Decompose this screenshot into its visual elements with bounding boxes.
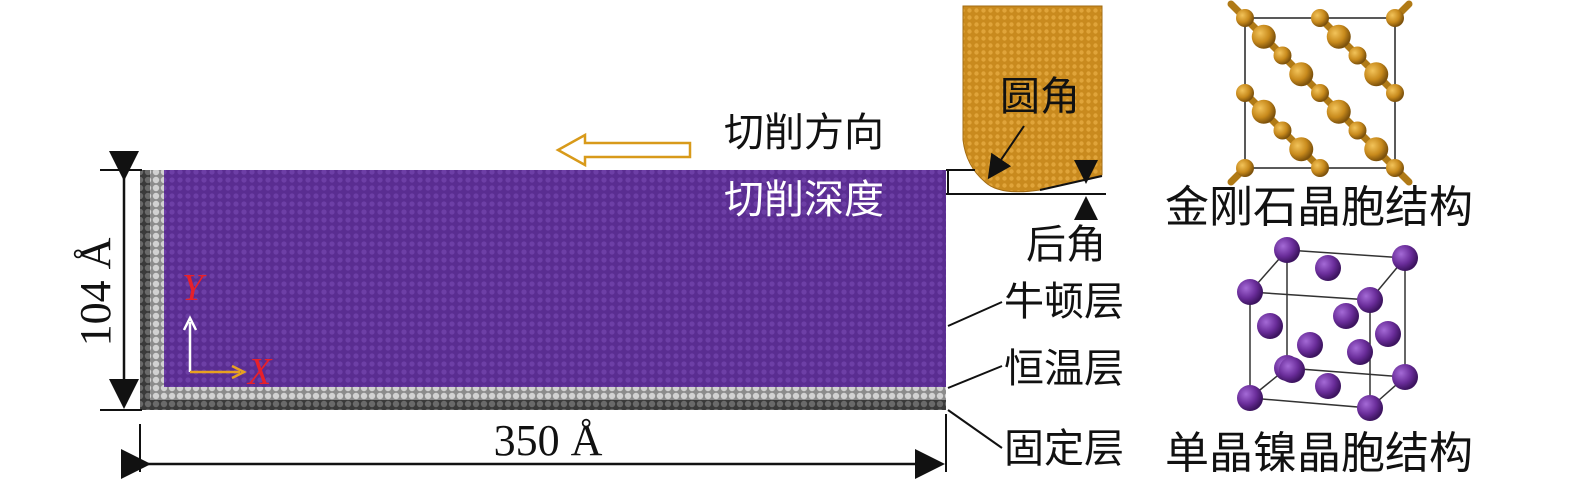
nickel-atom: [1237, 279, 1263, 305]
diamond-atom: [1289, 137, 1314, 162]
diamond-atom: [1348, 121, 1367, 140]
diamond-atom: [1251, 99, 1276, 124]
diamond-atom: [1326, 99, 1351, 124]
diamond-atom: [1289, 62, 1314, 87]
newton-layer-region: [164, 170, 946, 387]
diamond-atom: [1273, 121, 1292, 140]
nickel-atom: [1333, 303, 1359, 329]
diamond-atom: [1386, 159, 1404, 177]
cutting-depth-marker: [946, 169, 1106, 195]
nickel-atom: [1279, 357, 1305, 383]
diamond-unit-cell: [1227, 0, 1413, 186]
cutting-direction-arrow: [555, 132, 692, 168]
diamond-atom: [1236, 9, 1254, 27]
axis-x-label: X: [246, 351, 273, 393]
nickel-atom: [1375, 321, 1401, 347]
diamond-atom: [1311, 159, 1329, 177]
edge-radius-pointer: [987, 125, 1025, 180]
newton-layer-label: 牛顿层: [1004, 279, 1124, 325]
workpiece: [140, 170, 946, 410]
fixed-layer-label: 固定层: [1004, 426, 1124, 472]
nickel-atom: [1392, 245, 1418, 271]
thermostat-layer-label: 恒温层: [1004, 346, 1124, 392]
nickel-atom: [1237, 385, 1263, 411]
nickel-atom: [1315, 373, 1341, 399]
diamond-atom: [1273, 46, 1292, 65]
height-dimension: 104 Å: [71, 151, 142, 411]
diamond-atom: [1348, 46, 1367, 65]
nickel-atom: [1257, 313, 1283, 339]
nickel-atom: [1392, 364, 1418, 390]
coordinate-axes: Y X: [182, 267, 273, 393]
diamond-atom: [1311, 9, 1329, 27]
clearance-angle-marker: [1039, 160, 1103, 220]
nickel-atom: [1297, 332, 1323, 358]
nickel-unit-cell: [1237, 237, 1418, 421]
diamond-atom: [1326, 24, 1351, 49]
nickel-atom: [1357, 287, 1383, 313]
height-dimension-label: 104 Å: [71, 237, 120, 346]
nickel-atom: [1274, 237, 1300, 263]
cutting-direction-label: 切削方向: [724, 110, 884, 156]
diamond-atom: [1386, 9, 1404, 27]
diamond-atom: [1251, 24, 1276, 49]
diamond-atom: [1311, 84, 1329, 102]
width-dimension: 350 Å: [121, 414, 947, 479]
nickel-atom: [1315, 255, 1341, 281]
diamond-cell-caption: 金刚石晶胞结构: [1165, 182, 1473, 233]
clearance-angle-label: 后角: [1026, 222, 1106, 268]
tool-edge-radius-label: 圆角: [1000, 74, 1080, 120]
thermostat-layer-leader: [947, 365, 1003, 389]
diamond-atom: [1386, 84, 1404, 102]
nickel-atom: [1357, 395, 1383, 421]
nickel-cell-caption: 单晶镍晶胞结构: [1165, 428, 1473, 479]
diamond-atom: [1364, 137, 1389, 162]
cutting-tool: [962, 5, 1103, 193]
width-dimension-label: 350 Å: [494, 416, 603, 465]
diamond-atom: [1236, 159, 1254, 177]
axis-y-label: Y: [182, 267, 207, 309]
cutting-depth-label: 切削深度: [724, 177, 884, 223]
diamond-atom: [1364, 62, 1389, 87]
nickel-atom: [1347, 339, 1373, 365]
fixed-layer-leader: [947, 409, 1003, 449]
diamond-atom: [1236, 84, 1254, 102]
newton-layer-leader: [947, 301, 1003, 327]
